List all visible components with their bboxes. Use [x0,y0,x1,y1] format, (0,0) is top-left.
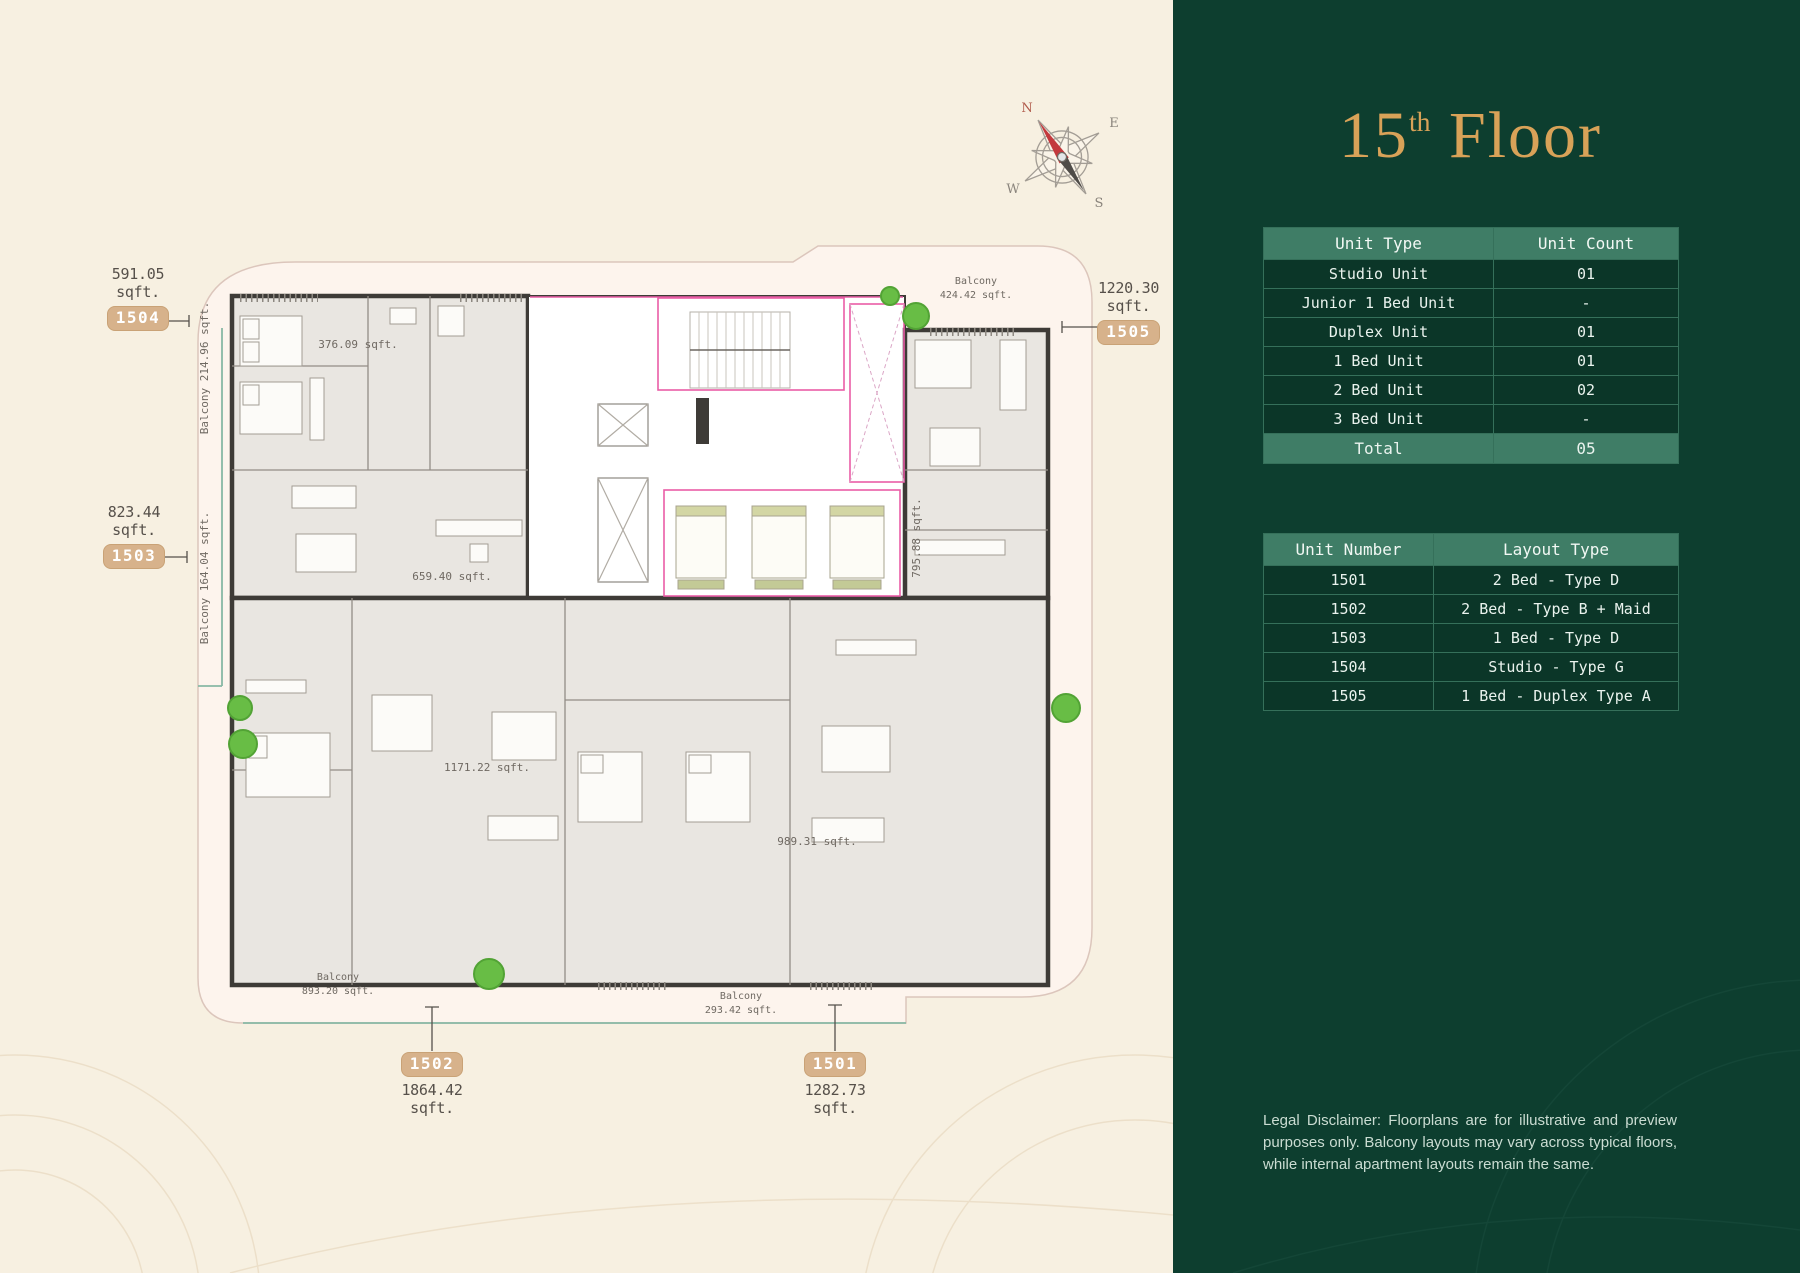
unit-blocks [229,293,1051,988]
area-label-659: 659.40 sqft. [412,570,491,583]
page-title: 15th Floor [1263,98,1678,174]
floorplan-area: 376.09 sqft. 659.40 sqft. 1171.22 sqft. … [0,101,1173,1273]
unit-count-cell: 01 [1493,317,1679,347]
unit-area-label: 1220.30 sqft. [1097,279,1160,315]
teal-boundary-lines [198,328,906,1024]
floor-number: 15 [1338,99,1409,172]
layout-type-cell: 1 Bed - Duplex Type A [1433,681,1679,711]
compass-w: W [1006,182,1020,197]
area-label-376: 376.09 sqft. [318,338,397,351]
unit-area-label: 591.05 sqft. [111,265,165,301]
furniture [239,305,1027,843]
floor-suffix: th [1408,106,1431,137]
duplex-beds [675,505,885,590]
unit-count-cell: 02 [1493,375,1679,405]
table-row: 3 Bed Unit- [1263,404,1679,434]
floorplan-drawing: 376.09 sqft. 659.40 sqft. 1171.22 sqft. … [0,101,1173,1273]
callout-unit-1501: 1501 1282.73 sqft. [790,1052,880,1117]
column-header: Unit Type [1263,227,1494,260]
core-area [530,296,905,597]
layout-type-cell: Studio - Type G [1433,652,1679,682]
unit-count-cell: 01 [1493,346,1679,376]
unit-number-cell: 1503 [1263,623,1434,653]
unit-badge-1503[interactable]: 1503 [102,544,166,570]
callout-unit-1504: 591.05 sqft. 1504 [94,265,182,332]
column-header: Unit Number [1263,533,1434,566]
window-hatching [240,294,1016,990]
unit-badge-1502[interactable]: 1502 [400,1052,464,1077]
balcony-label-left-upper: Balcony 214.96 sqft. [198,302,211,434]
callout-leader-lines [163,315,1100,1051]
unit-number-cell: 1504 [1263,652,1434,682]
total-value: 05 [1493,433,1679,464]
unit-type-cell: Junior 1 Bed Unit [1263,288,1494,318]
balcony-label-top-right: Balcony [955,276,997,287]
table-row: Junior 1 Bed Unit- [1263,288,1679,318]
unit-badge-1504[interactable]: 1504 [106,306,170,332]
unit-count-cell: - [1493,288,1679,318]
unit-area-label: 1864.42 sqft. [401,1081,463,1117]
unit-area-label: 1282.73 sqft. [804,1081,866,1117]
floor-word: Floor [1449,99,1603,172]
callout-unit-1503: 823.44 sqft. 1503 [90,503,178,570]
table-header-row: Unit Type Unit Count [1263,227,1679,260]
column-header: Layout Type [1433,533,1679,566]
balcony-label-bottom-center: Balcony [720,991,762,1002]
compass-icon: N E W S [1006,101,1119,211]
layout-type-cell: 2 Bed - Type D [1433,565,1679,595]
compass-n: N [1021,101,1032,116]
area-label-795: 795.88 sqft. [910,498,923,577]
duplex-highlight [530,296,905,597]
panel-background-arcs [1232,979,1800,1273]
elevator-boxes [597,403,649,583]
unit-number-cell: 1502 [1263,594,1434,624]
balcony-label-left-lower: Balcony 164.04 sqft. [198,512,211,644]
unit-number-cell: 1505 [1263,681,1434,711]
unit-type-cell: 3 Bed Unit [1263,404,1494,434]
balcony-area-bottom-left: 893.20 sqft. [302,986,374,997]
callout-unit-1502: 1502 1864.42 sqft. [387,1052,477,1117]
balcony-area-bottom-center: 293.42 sqft. [705,1005,777,1016]
trees [227,286,1081,990]
unit-badge-1501[interactable]: 1501 [803,1052,867,1077]
compass-s: S [1095,196,1104,211]
layout-type-cell: 1 Bed - Type D [1433,623,1679,653]
balcony-area-top-right: 424.42 sqft. [940,290,1012,301]
area-label-1171: 1171.22 sqft. [444,761,530,774]
unit-count-cell: - [1493,404,1679,434]
unit-type-cell: Studio Unit [1263,259,1494,289]
background-arcs [0,1054,1173,1273]
table-header-row: Unit Number Layout Type [1263,533,1679,566]
unit-type-cell: Duplex Unit [1263,317,1494,347]
legal-disclaimer: Legal Disclaimer: Floorplans are for ill… [1263,1112,1677,1174]
unit-type-cell: 1 Bed Unit [1263,346,1494,376]
area-label-989: 989.31 sqft. [777,835,856,848]
callout-unit-1505: 1220.30 sqft. 1505 [1084,279,1173,346]
column-header: Unit Count [1493,227,1679,260]
unit-number-cell: 1501 [1263,565,1434,595]
balcony-label-bottom-left: Balcony [317,972,359,983]
unit-count-cell: 01 [1493,259,1679,289]
unit-area-label: 823.44 sqft. [107,503,161,539]
total-label: Total [1263,433,1494,464]
compass-e: E [1109,116,1119,131]
unit-type-cell: 2 Bed Unit [1263,375,1494,405]
floor-info-panel: 15th Floor Unit Type Unit Count Studio U… [1173,0,1800,1273]
unit-badge-1505[interactable]: 1505 [1097,320,1160,346]
layout-type-cell: 2 Bed - Type B + Maid [1433,594,1679,624]
